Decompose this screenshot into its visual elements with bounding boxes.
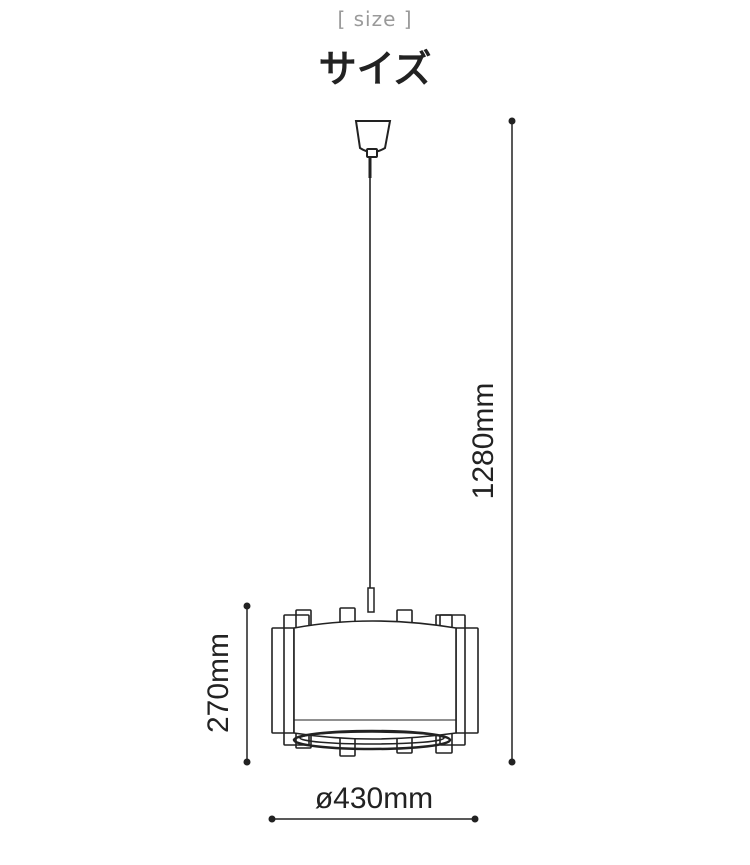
pendant-cord bbox=[367, 157, 375, 613]
shade-height-dimension-line bbox=[243, 602, 251, 766]
diameter-dimension-line bbox=[268, 815, 479, 823]
total-height-label: 1280mm bbox=[467, 383, 500, 500]
diameter-label: ø430mm bbox=[315, 782, 433, 815]
size-label: [ size ] bbox=[337, 7, 413, 31]
ceiling-canopy bbox=[354, 120, 392, 158]
total-height-dimension-line bbox=[508, 117, 516, 766]
page-title: サイズ bbox=[318, 47, 432, 91]
shade-height-label: 270mm bbox=[202, 633, 235, 733]
lamp-shade bbox=[271, 607, 479, 757]
